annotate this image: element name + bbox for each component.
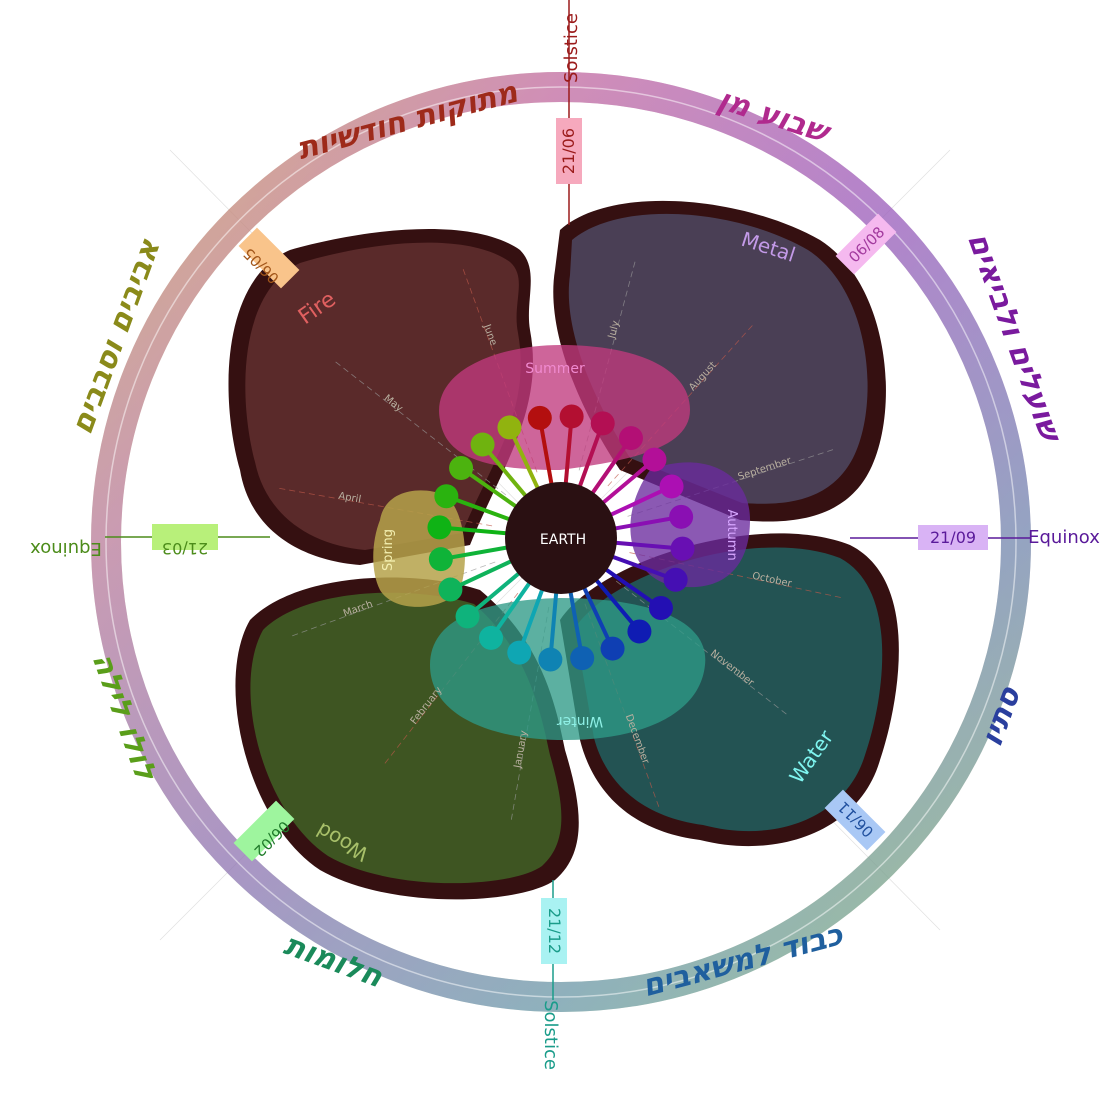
pin-head (669, 505, 693, 529)
pin-head (429, 547, 453, 571)
solstice-top-label: Solstice (561, 13, 582, 83)
pin-head (471, 433, 495, 457)
pin-head (497, 415, 521, 439)
pin-head (671, 537, 695, 561)
pin-head (601, 637, 625, 661)
equinox-left-label: Equinox (30, 538, 102, 559)
pin-head (479, 626, 503, 650)
date-21-06: 21/06 (559, 128, 578, 174)
pin-head (528, 406, 552, 430)
pin-head (591, 411, 615, 435)
pin-head (507, 641, 531, 665)
date-21-09: 21/09 (930, 528, 976, 547)
pin-head (619, 426, 643, 450)
date-21-03: 21/03 (162, 539, 208, 558)
autumn-label: Autumn (724, 509, 739, 560)
pin-head (570, 646, 594, 670)
pin-head (449, 456, 473, 480)
pin-head (560, 404, 584, 428)
spring-label: Spring (381, 529, 396, 571)
hebrew-bottom-right: כבוד למשאבים (639, 917, 848, 1004)
pin-head (427, 515, 451, 539)
pin-head (664, 568, 688, 592)
equinox-right-label: Equinox (1028, 527, 1100, 548)
pin-head (649, 596, 673, 620)
pin-head (627, 619, 651, 643)
winter-label: Winter (557, 713, 603, 729)
hebrew-top-left: מתוקות חודשיות (294, 74, 523, 167)
summer-label: Summer (525, 361, 585, 377)
solstice-bottom-label: Solstice (540, 1000, 561, 1070)
pin-head (538, 648, 562, 672)
pin-head (660, 474, 684, 498)
pin-head (434, 484, 458, 508)
center-label: EARTH (540, 532, 586, 548)
date-21-12: 21/12 (545, 908, 564, 954)
pin-head (456, 604, 480, 628)
pin-head (438, 578, 462, 602)
pin-head (642, 448, 666, 472)
